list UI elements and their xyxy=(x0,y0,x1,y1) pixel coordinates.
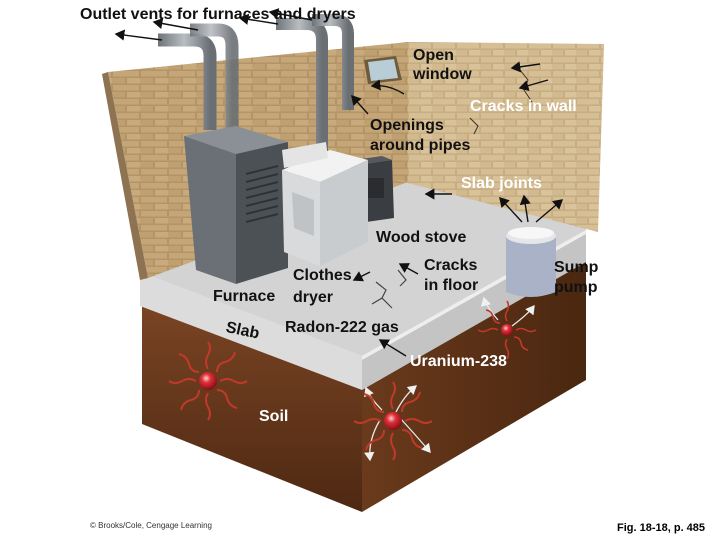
label-openings-line2: around pipes xyxy=(370,136,470,155)
label-slab-joints: Slab joints xyxy=(461,174,542,193)
label-open-window-line1: Open xyxy=(413,46,454,65)
label-cracks-in-wall: Cracks in wall xyxy=(470,97,577,116)
label-outlet-vents: Outlet vents for furnaces and dryers xyxy=(80,5,356,24)
copyright-credit: © Brooks/Cole, Cengage Learning xyxy=(90,521,212,530)
uranium-atom xyxy=(354,382,432,460)
label-openings-line1: Openings xyxy=(370,116,444,135)
clothes-dryer xyxy=(282,142,368,266)
furnace xyxy=(184,126,288,284)
label-open-window-line2: window xyxy=(413,65,472,84)
open-window xyxy=(364,56,402,84)
label-furnace: Furnace xyxy=(213,287,275,306)
label-uranium: Uranium-238 xyxy=(410,352,507,371)
label-soil: Soil xyxy=(259,407,288,426)
label-clothes-dryer-line2: dryer xyxy=(293,288,333,307)
sump-pump xyxy=(506,227,556,297)
label-cracks-floor-line2: in floor xyxy=(424,276,478,295)
label-radon-gas: Radon-222 gas xyxy=(285,318,399,337)
figure-reference: Fig. 18-18, p. 485 xyxy=(617,522,705,534)
label-cracks-floor-line1: Cracks xyxy=(424,256,477,275)
uranium-atom xyxy=(169,342,247,420)
label-clothes-dryer-line1: Clothes xyxy=(293,266,352,285)
label-wood-stove: Wood stove xyxy=(376,228,466,247)
label-sump-line1: Sump xyxy=(554,258,598,277)
label-sump-line2: pump xyxy=(554,278,598,297)
